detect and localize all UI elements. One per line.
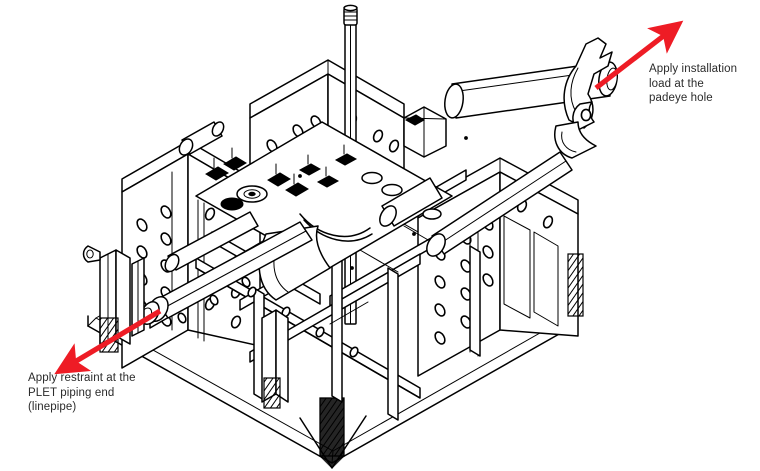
padeye-hook	[554, 37, 613, 159]
mast-cap	[343, 4, 358, 26]
apply-restraint-label: Apply restraint at the PLET piping end (…	[28, 372, 136, 413]
support-leg-center	[299, 397, 367, 469]
bolt-details	[298, 136, 468, 270]
apply-installation-load-label: Apply installation load at the padeye ho…	[649, 63, 738, 104]
support-leg-right	[261, 309, 289, 409]
support-leg-left	[82, 245, 145, 353]
installation-load-arrow	[594, 20, 684, 91]
restraint-arrow	[54, 308, 162, 375]
